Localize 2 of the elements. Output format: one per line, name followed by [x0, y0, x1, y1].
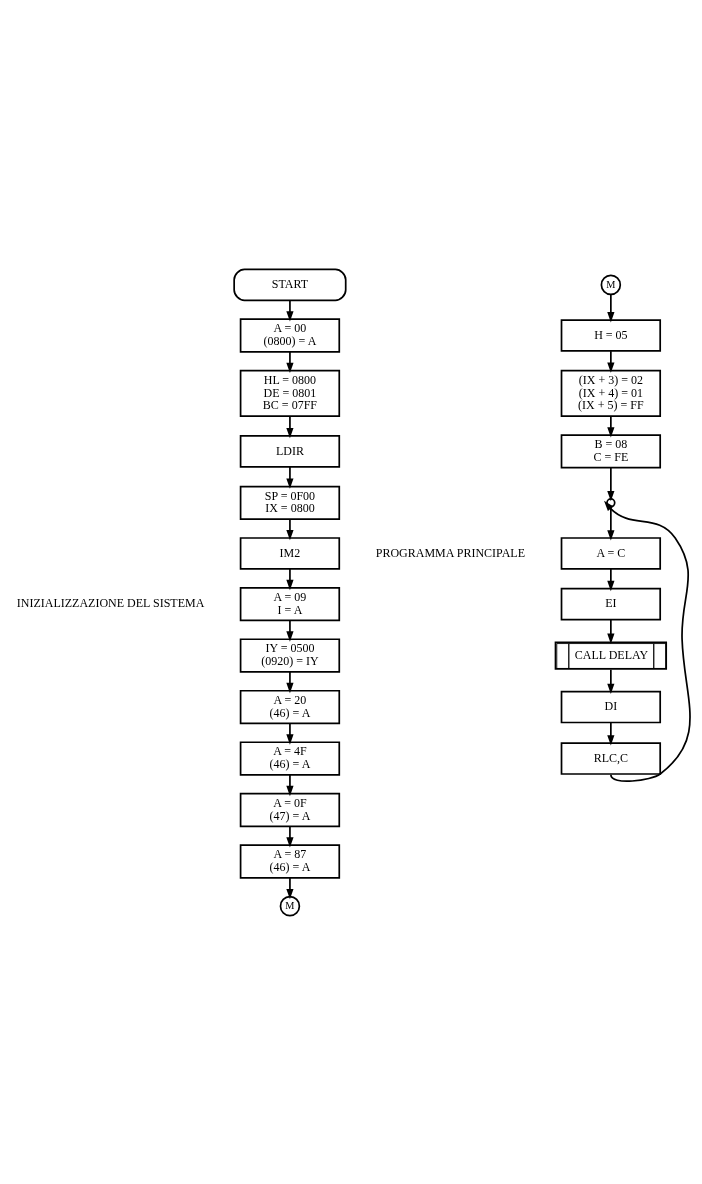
- label: PROGRAMMA PRINCIPALE: [375, 545, 526, 560]
- label: INIZIALIZZAZIONE DEL SISTEMA: [16, 595, 205, 610]
